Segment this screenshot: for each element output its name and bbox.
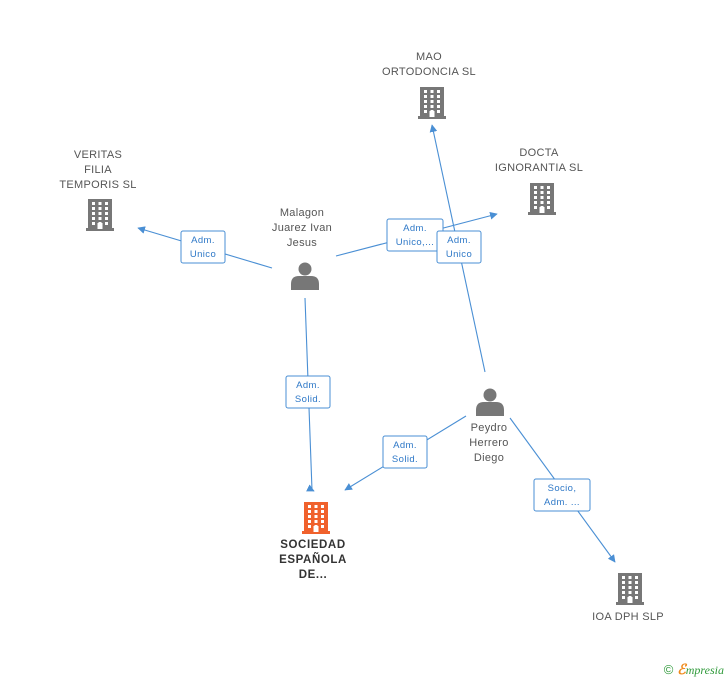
edge-label-peydro-to-sociedad[interactable]: Adm. Solid.: [382, 435, 428, 469]
edge-label-peydro-to-mao[interactable]: Adm. Unico: [436, 230, 482, 264]
edge-malagon-to-sociedad: [304, 297, 315, 492]
edge-label-text: Unico: [446, 249, 472, 260]
node-label-text[interactable]: Diego: [474, 452, 504, 464]
edge-label-text: Adm.: [393, 440, 417, 451]
edge-label-box[interactable]: [436, 230, 482, 264]
building-icon[interactable]: [528, 183, 556, 215]
person-icon[interactable]: [476, 388, 504, 417]
building-icon[interactable]: [616, 573, 644, 605]
edge-label-text: Adm. ...: [544, 497, 580, 508]
node-label-text[interactable]: DE...: [299, 569, 328, 581]
edge-label-text: Socio,: [548, 483, 577, 494]
node-label-text[interactable]: Herrero: [469, 437, 508, 449]
node-label-text[interactable]: ESPAÑOLA: [279, 553, 347, 566]
brand-name: mpresia: [685, 663, 724, 677]
node-label-text[interactable]: TEMPORIS SL: [59, 179, 136, 191]
node-label-text[interactable]: IGNORANTIA SL: [495, 162, 583, 174]
building-icon[interactable]: [86, 199, 114, 231]
node-label-text[interactable]: FILIA: [84, 164, 112, 176]
building-icon[interactable]: [418, 87, 446, 119]
nodes-layer: MAO ORTODONCIA SL DOCTA IGNORANTIA SL VERITA…: [59, 51, 664, 623]
node-label-text[interactable]: VERITAS: [74, 149, 122, 161]
node-ioa[interactable]: IOA DPH SLP: [592, 573, 664, 623]
empresia-logo-icon: ℰ: [677, 663, 686, 678]
node-sociedad[interactable]: SOCIEDAD ESPAÑOLA DE...: [279, 502, 347, 581]
node-label-text[interactable]: IOA DPH SLP: [592, 611, 664, 623]
node-label-text[interactable]: DOCTA: [519, 147, 559, 159]
edge-label-text: Unico,...: [396, 237, 434, 248]
edge-label-text: Adm.: [296, 380, 320, 391]
node-label-text[interactable]: Jesus: [287, 237, 317, 249]
edge-label-box[interactable]: [180, 230, 226, 264]
edge-label-box[interactable]: [533, 478, 591, 512]
edge-label-peydro-to-ioa[interactable]: Socio, Adm. ...: [533, 478, 591, 512]
node-label-text[interactable]: Peydro: [471, 422, 508, 434]
edge-label-box[interactable]: [382, 435, 428, 469]
edge-label-text: Adm.: [191, 235, 215, 246]
node-veritas[interactable]: VERITAS FILIA TEMPORIS SL: [59, 149, 136, 231]
node-label-text[interactable]: Malagon: [280, 207, 324, 219]
edge-label-text: Solid.: [392, 454, 418, 465]
edge-label-malagon-to-veritas[interactable]: Adm. Unico: [180, 230, 226, 264]
copyright-icon: ©: [663, 662, 674, 677]
building-icon[interactable]: [302, 502, 330, 534]
node-label-text[interactable]: SOCIEDAD: [280, 539, 346, 551]
node-label-text[interactable]: MAO: [416, 51, 442, 63]
node-label-text[interactable]: ORTODONCIA SL: [382, 66, 476, 78]
edge-label-text: Solid.: [295, 394, 321, 405]
edge-label-text: Unico: [190, 249, 216, 260]
edge-label-text: Adm.: [403, 223, 427, 234]
edge-label-box[interactable]: [285, 375, 331, 409]
person-icon[interactable]: [291, 262, 319, 291]
node-docta[interactable]: DOCTA IGNORANTIA SL: [495, 147, 583, 215]
brand-footer: ©ℰmpresia: [664, 662, 724, 679]
node-label-text[interactable]: Juarez Ivan: [272, 222, 332, 234]
edge-labels-layer: Adm.UnicoAdm.Unico,...Adm.UnicoAdm.Solid…: [180, 218, 591, 512]
node-mao[interactable]: MAO ORTODONCIA SL: [382, 51, 476, 119]
edge-label-text: Adm.: [447, 235, 471, 246]
edge-label-malagon-to-sociedad[interactable]: Adm. Solid.: [285, 375, 331, 409]
edge-label-malagon-to-docta[interactable]: Adm. Unico,...: [386, 218, 444, 252]
